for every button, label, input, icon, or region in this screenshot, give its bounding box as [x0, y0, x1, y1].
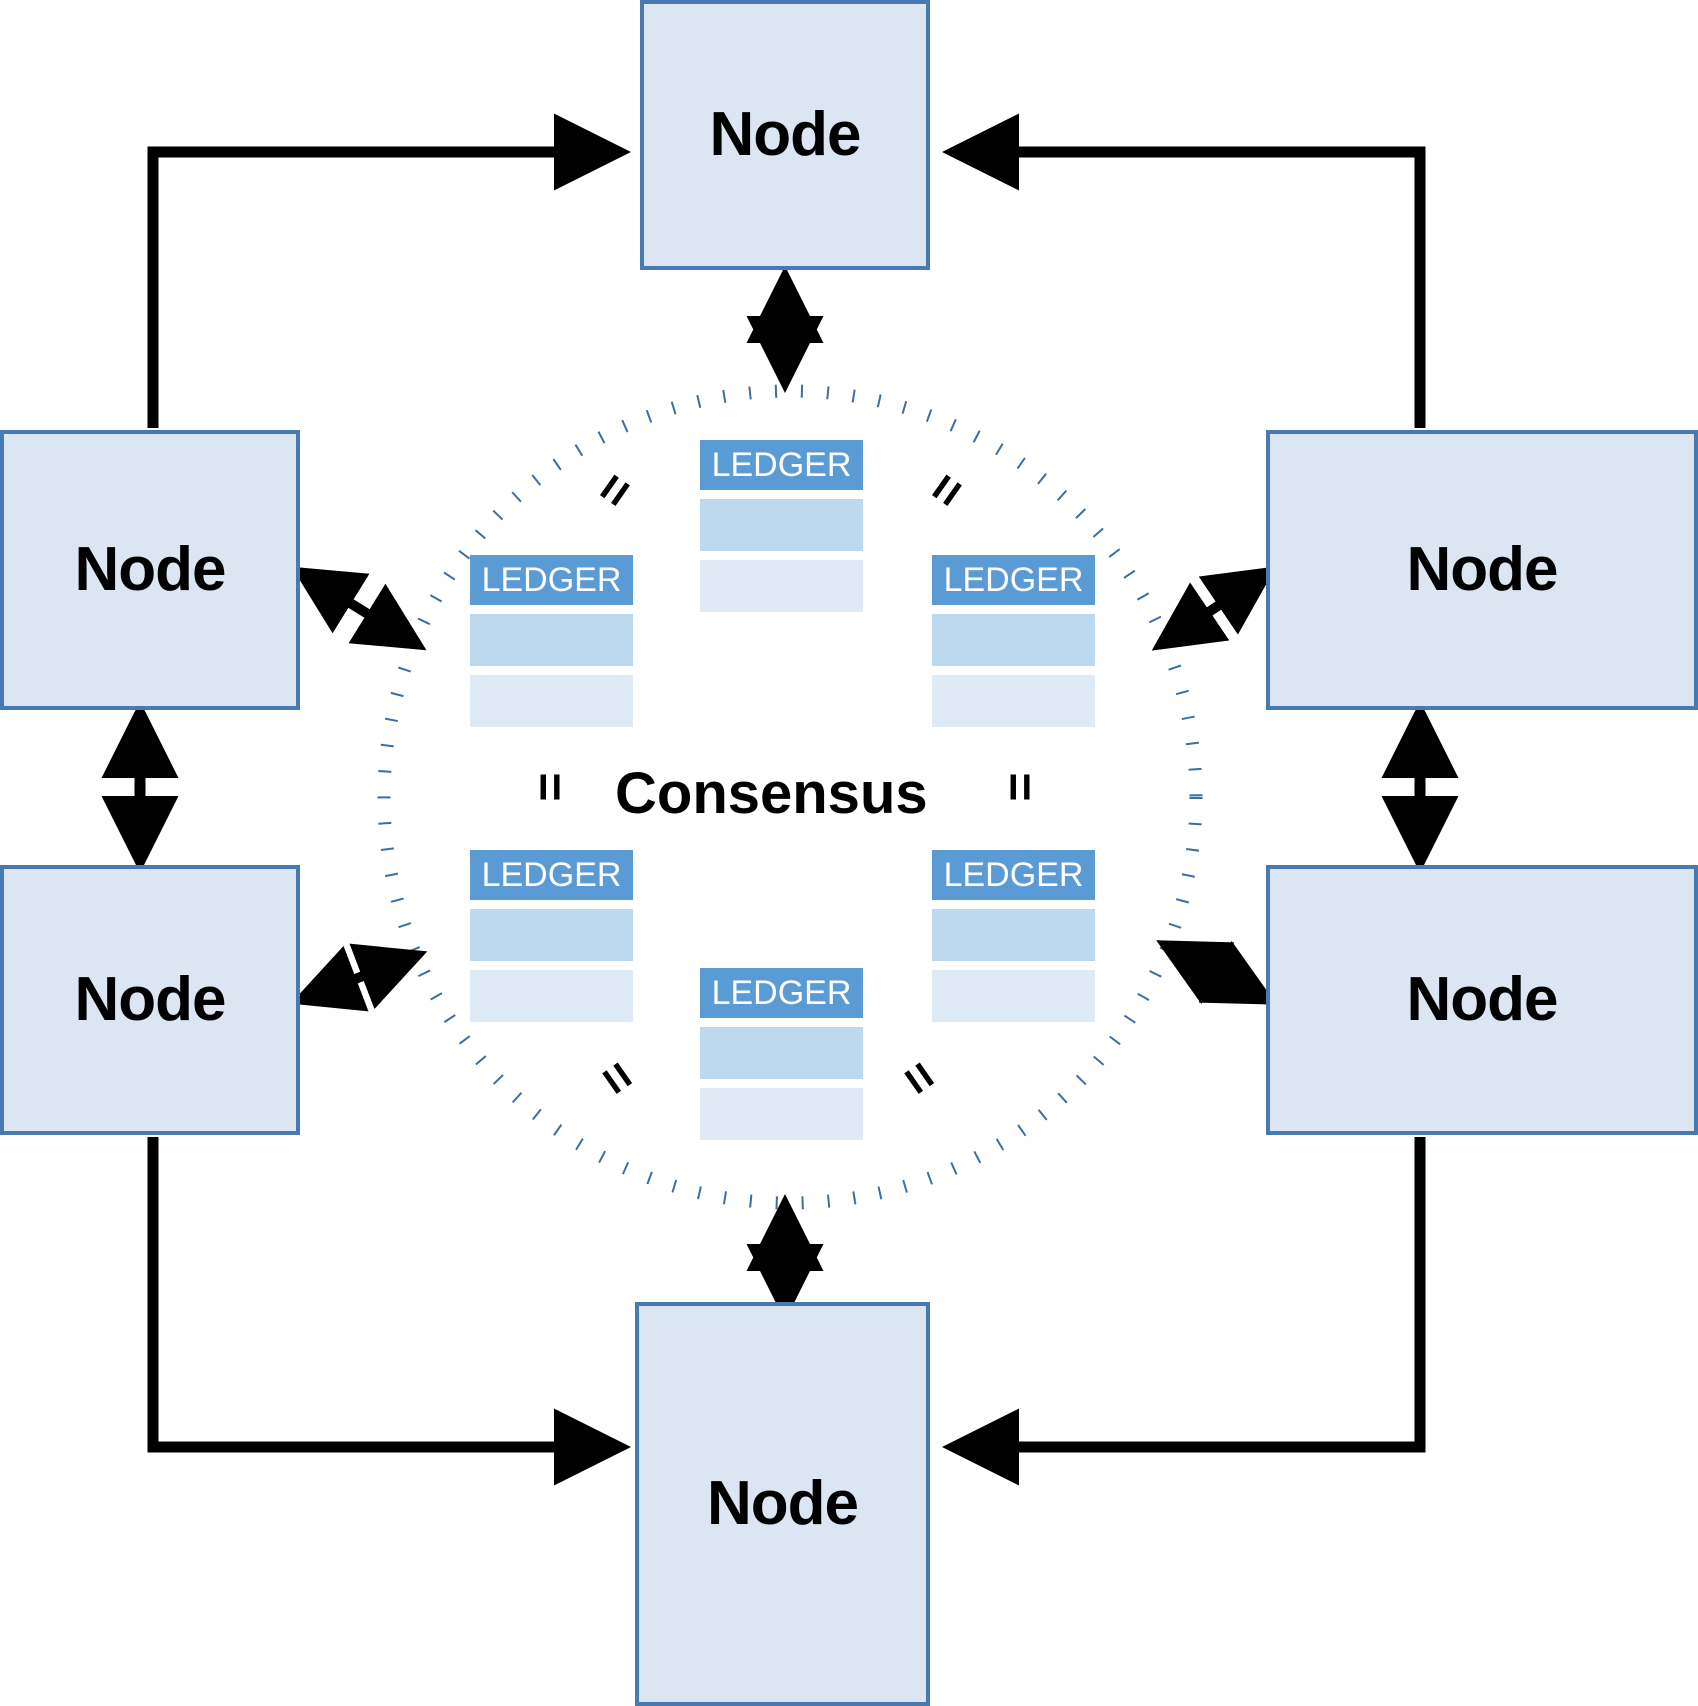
wire-leftlower-to-consensus: [290, 943, 428, 1012]
consensus-boundary-circle: [377, 384, 1203, 1210]
ledger-left-upper-row-2: [470, 675, 633, 727]
wire-rightlower-to-consensus: [1156, 940, 1277, 1005]
ledger-top-row-1: [700, 499, 863, 551]
node-right-lower[interactable]: Node: [1266, 865, 1698, 1135]
ledger-top-label: LEDGER: [700, 440, 863, 490]
ledger-bottom[interactable]: LEDGER: [700, 968, 863, 1140]
ledger-top-row-2: [700, 560, 863, 612]
ledger-right-lower-row-1: [932, 909, 1095, 961]
ledger-bottom-row-2: [700, 1088, 863, 1140]
node-bottom-label: Node: [707, 1469, 859, 1538]
ledger-right-upper-label: LEDGER: [932, 555, 1095, 605]
consensus-label: Consensus: [615, 761, 928, 826]
ledger-top[interactable]: LEDGER: [700, 440, 863, 612]
wire-leftupper-to-consensus: [291, 566, 427, 651]
ledger-bottom-label: LEDGER: [700, 968, 863, 1018]
ledger-left-lower-row-1: [470, 909, 633, 961]
ledger-left-lower[interactable]: LEDGER: [470, 850, 633, 1022]
node-left-lower-label: Node: [74, 965, 227, 1034]
ledger-left-upper[interactable]: LEDGER: [470, 555, 633, 727]
ledger-right-lower[interactable]: LEDGER: [932, 850, 1095, 1022]
wire-rightupper-to-top: [942, 113, 1426, 428]
wire-rightlower-to-bottom: [942, 1137, 1426, 1486]
wire-leftupper-to-top: [147, 113, 631, 428]
ledger-left-lower-label: LEDGER: [470, 850, 633, 900]
node-bottom[interactable]: Node: [635, 1302, 930, 1706]
ledger-bottom-row-1: [700, 1027, 863, 1079]
node-top[interactable]: Node: [640, 0, 930, 270]
ledger-right-upper-row-2: [932, 675, 1095, 727]
eq-mid-left: =: [521, 772, 578, 802]
wire-rightupper-to-consensus: [1151, 566, 1277, 651]
node-top-label: Node: [709, 100, 862, 169]
ledger-right-lower-label: LEDGER: [932, 850, 1095, 900]
node-right-upper[interactable]: Node: [1266, 430, 1698, 710]
ledger-right-upper-row-1: [932, 614, 1095, 666]
ledger-left-upper-row-1: [470, 614, 633, 666]
ledger-left-upper-label: LEDGER: [470, 555, 633, 605]
node-left-upper[interactable]: Node: [0, 430, 300, 710]
node-right-upper-label: Node: [1406, 535, 1559, 604]
ledger-left-lower-row-2: [470, 970, 633, 1022]
ledger-right-lower-row-2: [932, 970, 1095, 1022]
node-left-lower[interactable]: Node: [0, 865, 300, 1135]
wire-leftlower-to-bottom: [147, 1137, 631, 1486]
eq-mid-right: =: [991, 772, 1048, 802]
ledger-right-upper[interactable]: LEDGER: [932, 555, 1095, 727]
node-right-lower-label: Node: [1406, 965, 1559, 1034]
node-left-upper-label: Node: [74, 535, 227, 604]
